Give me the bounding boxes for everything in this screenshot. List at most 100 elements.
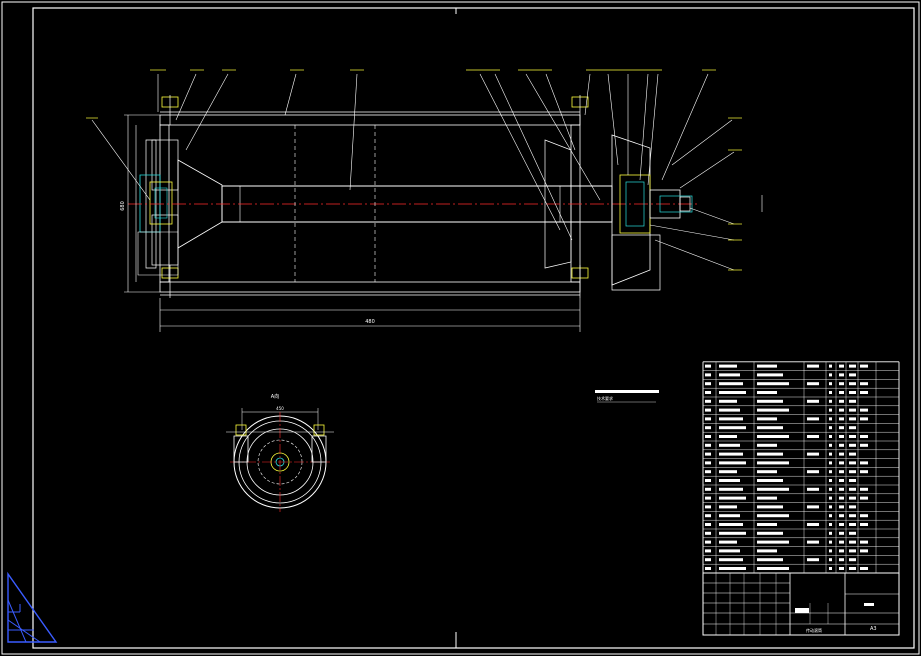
parts-list-cell-text <box>719 479 740 482</box>
parts-list-cell-text <box>849 496 856 500</box>
parts-list-cell-text <box>807 435 819 438</box>
parts-list-cell-text <box>757 514 789 518</box>
parts-list-cell-text <box>829 382 832 386</box>
parts-list-cell-text <box>705 461 711 465</box>
overall-length-dim: 480 <box>365 319 375 325</box>
parts-list-cell-text <box>829 408 832 412</box>
parts-list-cell-text <box>705 373 711 377</box>
parts-list-cell-text <box>849 373 856 377</box>
parts-list-cell-text <box>705 558 711 562</box>
parts-list-cell-text <box>860 382 868 386</box>
parts-list-cell-text <box>829 567 832 570</box>
parts-list-cell-text <box>839 382 844 386</box>
parts-list-cell-text <box>719 426 746 430</box>
parts-list-cell-text <box>757 391 777 394</box>
parts-list-cell-text <box>839 540 844 544</box>
parts-list-cell-text <box>860 435 868 438</box>
parts-list-cell-text <box>839 549 844 553</box>
parts-list-cell-text <box>839 531 844 535</box>
left-end-disc <box>159 124 170 283</box>
parts-list-cell-text <box>757 443 777 447</box>
parts-list-cell-text <box>705 399 711 403</box>
parts-list-cell-text <box>719 461 746 465</box>
parts-list-cell-text <box>719 417 743 421</box>
parts-list-cell-text <box>705 364 711 368</box>
parts-list-cell-text <box>839 496 844 500</box>
roller-section-view: 480 680 <box>86 69 763 332</box>
drum-shell-bottom <box>159 281 581 293</box>
parts-list-cell-text <box>719 391 746 394</box>
parts-list-cell-text <box>849 417 856 421</box>
parts-list-cell-text <box>719 523 743 526</box>
parts-list-cell-text <box>719 531 746 535</box>
parts-list-cell-text <box>705 523 711 526</box>
parts-list-cell-text <box>757 531 783 535</box>
parts-list-cell-text <box>829 549 832 553</box>
parts-list-cell-text <box>839 443 844 447</box>
ucs-icon <box>7 571 58 643</box>
parts-list-cell-text <box>719 373 740 377</box>
parts-list-cell-text <box>849 479 856 482</box>
parts-list-cell-text <box>829 417 832 421</box>
parts-list <box>702 361 900 574</box>
parts-list-cell-text <box>807 399 819 403</box>
parts-list-cell-text <box>719 408 740 412</box>
parts-list-cell-text <box>829 496 832 500</box>
parts-list-cell-text <box>849 531 856 535</box>
end-view-width-dim: 450 <box>276 406 284 411</box>
parts-list-cell-text <box>757 487 789 491</box>
parts-list-cell-text <box>705 417 711 421</box>
parts-list-cell-text <box>807 382 819 386</box>
parts-list-cell-text <box>705 496 711 500</box>
parts-list-cell-text <box>849 470 856 474</box>
parts-list-cell-text <box>757 373 783 377</box>
parts-list-cell-text <box>705 549 711 553</box>
parts-list-cell-text <box>705 487 711 491</box>
parts-list-cell-text <box>849 435 856 438</box>
parts-list-cell-text <box>839 435 844 438</box>
drum-shell-top <box>159 114 581 126</box>
parts-list-cell-text <box>705 505 711 509</box>
parts-list-cell-text <box>849 382 856 386</box>
parts-list-cell-text <box>757 452 783 456</box>
parts-list-cell-text <box>757 523 777 526</box>
parts-list-cell-text <box>839 452 844 456</box>
parts-list-cell-text <box>807 470 819 474</box>
technical-note: 技术要求 <box>595 390 659 403</box>
parts-list-cell-text <box>839 558 844 562</box>
parts-list-cell-text <box>839 408 844 412</box>
parts-list-cell-text <box>849 426 856 430</box>
parts-list-cell-text <box>829 505 832 509</box>
parts-list-cell-text <box>757 505 783 509</box>
parts-list-cell-text <box>807 540 819 544</box>
parts-list-cell-text <box>705 443 711 447</box>
parts-list-cell-text <box>839 567 844 570</box>
parts-list-cell-text <box>829 514 832 518</box>
parts-list-cell-text <box>860 523 868 526</box>
parts-list-cell-text <box>719 558 743 562</box>
parts-list-cell-text <box>829 479 832 482</box>
parts-list-cell-text <box>757 364 777 368</box>
parts-list-cell-text <box>849 391 856 394</box>
parts-list-cell-text <box>719 496 746 500</box>
parts-list-cell-text <box>705 435 711 438</box>
parts-list-cell-text <box>757 382 789 386</box>
parts-list-cell-text <box>839 373 844 377</box>
parts-list-cell-text <box>719 382 743 386</box>
parts-list-cell-text <box>860 391 868 394</box>
parts-list-cell-text <box>839 417 844 421</box>
parts-list-cell-text <box>829 391 832 394</box>
parts-list-cell-text <box>839 391 844 394</box>
parts-list-cell-text <box>829 558 832 562</box>
parts-list-cell-text <box>839 505 844 509</box>
parts-list-cell-text <box>829 435 832 438</box>
parts-list-cell-text <box>839 470 844 474</box>
parts-list-cell-text <box>839 364 844 368</box>
dimensions <box>124 114 763 332</box>
parts-list-cell-text <box>719 452 743 456</box>
parts-list-cell-text <box>849 514 856 518</box>
parts-list-cell-text <box>849 399 856 403</box>
parts-list-cell-text <box>705 391 711 394</box>
